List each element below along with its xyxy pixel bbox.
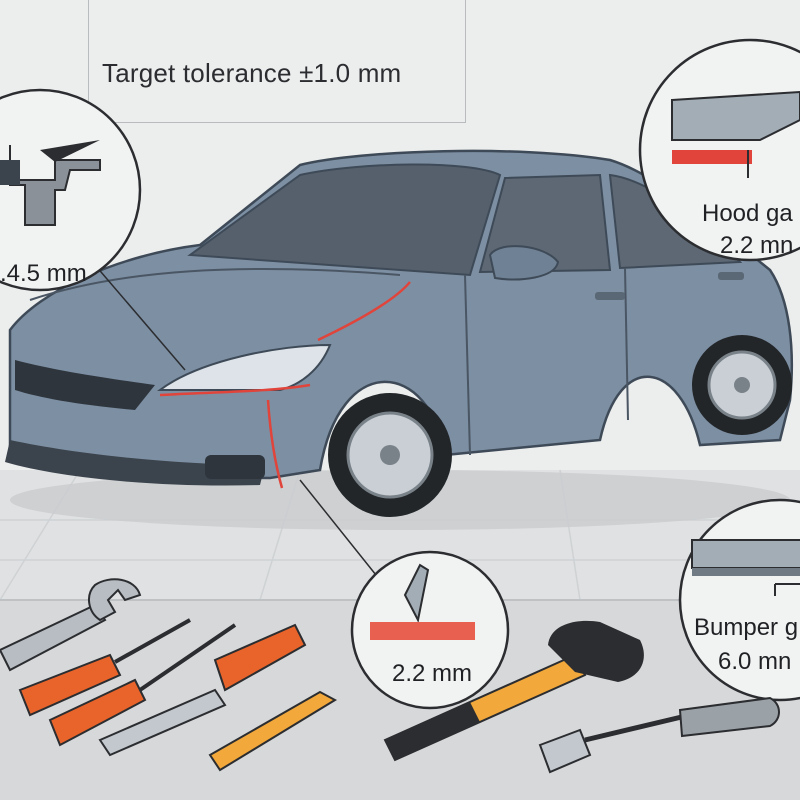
hood-gap-value: 2.2 mn — [720, 232, 794, 259]
door-gap-label: 2.2 mm — [392, 660, 473, 687]
screwdriver-icon — [48, 623, 237, 747]
bumper-gap-callout — [678, 498, 800, 702]
screwdriver-icon — [18, 618, 191, 717]
rubber-mallet-icon — [383, 620, 644, 762]
tolerance-title: Target tolerance ±1.0 mm — [102, 58, 402, 88]
nut-driver-icon — [538, 696, 780, 774]
left-gap-label: .4.5 mm — [0, 260, 87, 287]
bumper-gap-value: 6.0 mn — [718, 648, 792, 675]
left-gap-callout — [0, 88, 142, 292]
chisel-icon — [98, 623, 307, 757]
pry-tool-icon — [208, 690, 338, 772]
door-gap-callout — [350, 550, 510, 710]
hood-gap-label: Hood ga — [702, 200, 793, 227]
bumper-gap-label: Bumper g — [694, 614, 799, 641]
wrench-icon — [0, 578, 142, 672]
title-panel — [88, 0, 466, 123]
hood-gap-callout — [638, 38, 800, 262]
